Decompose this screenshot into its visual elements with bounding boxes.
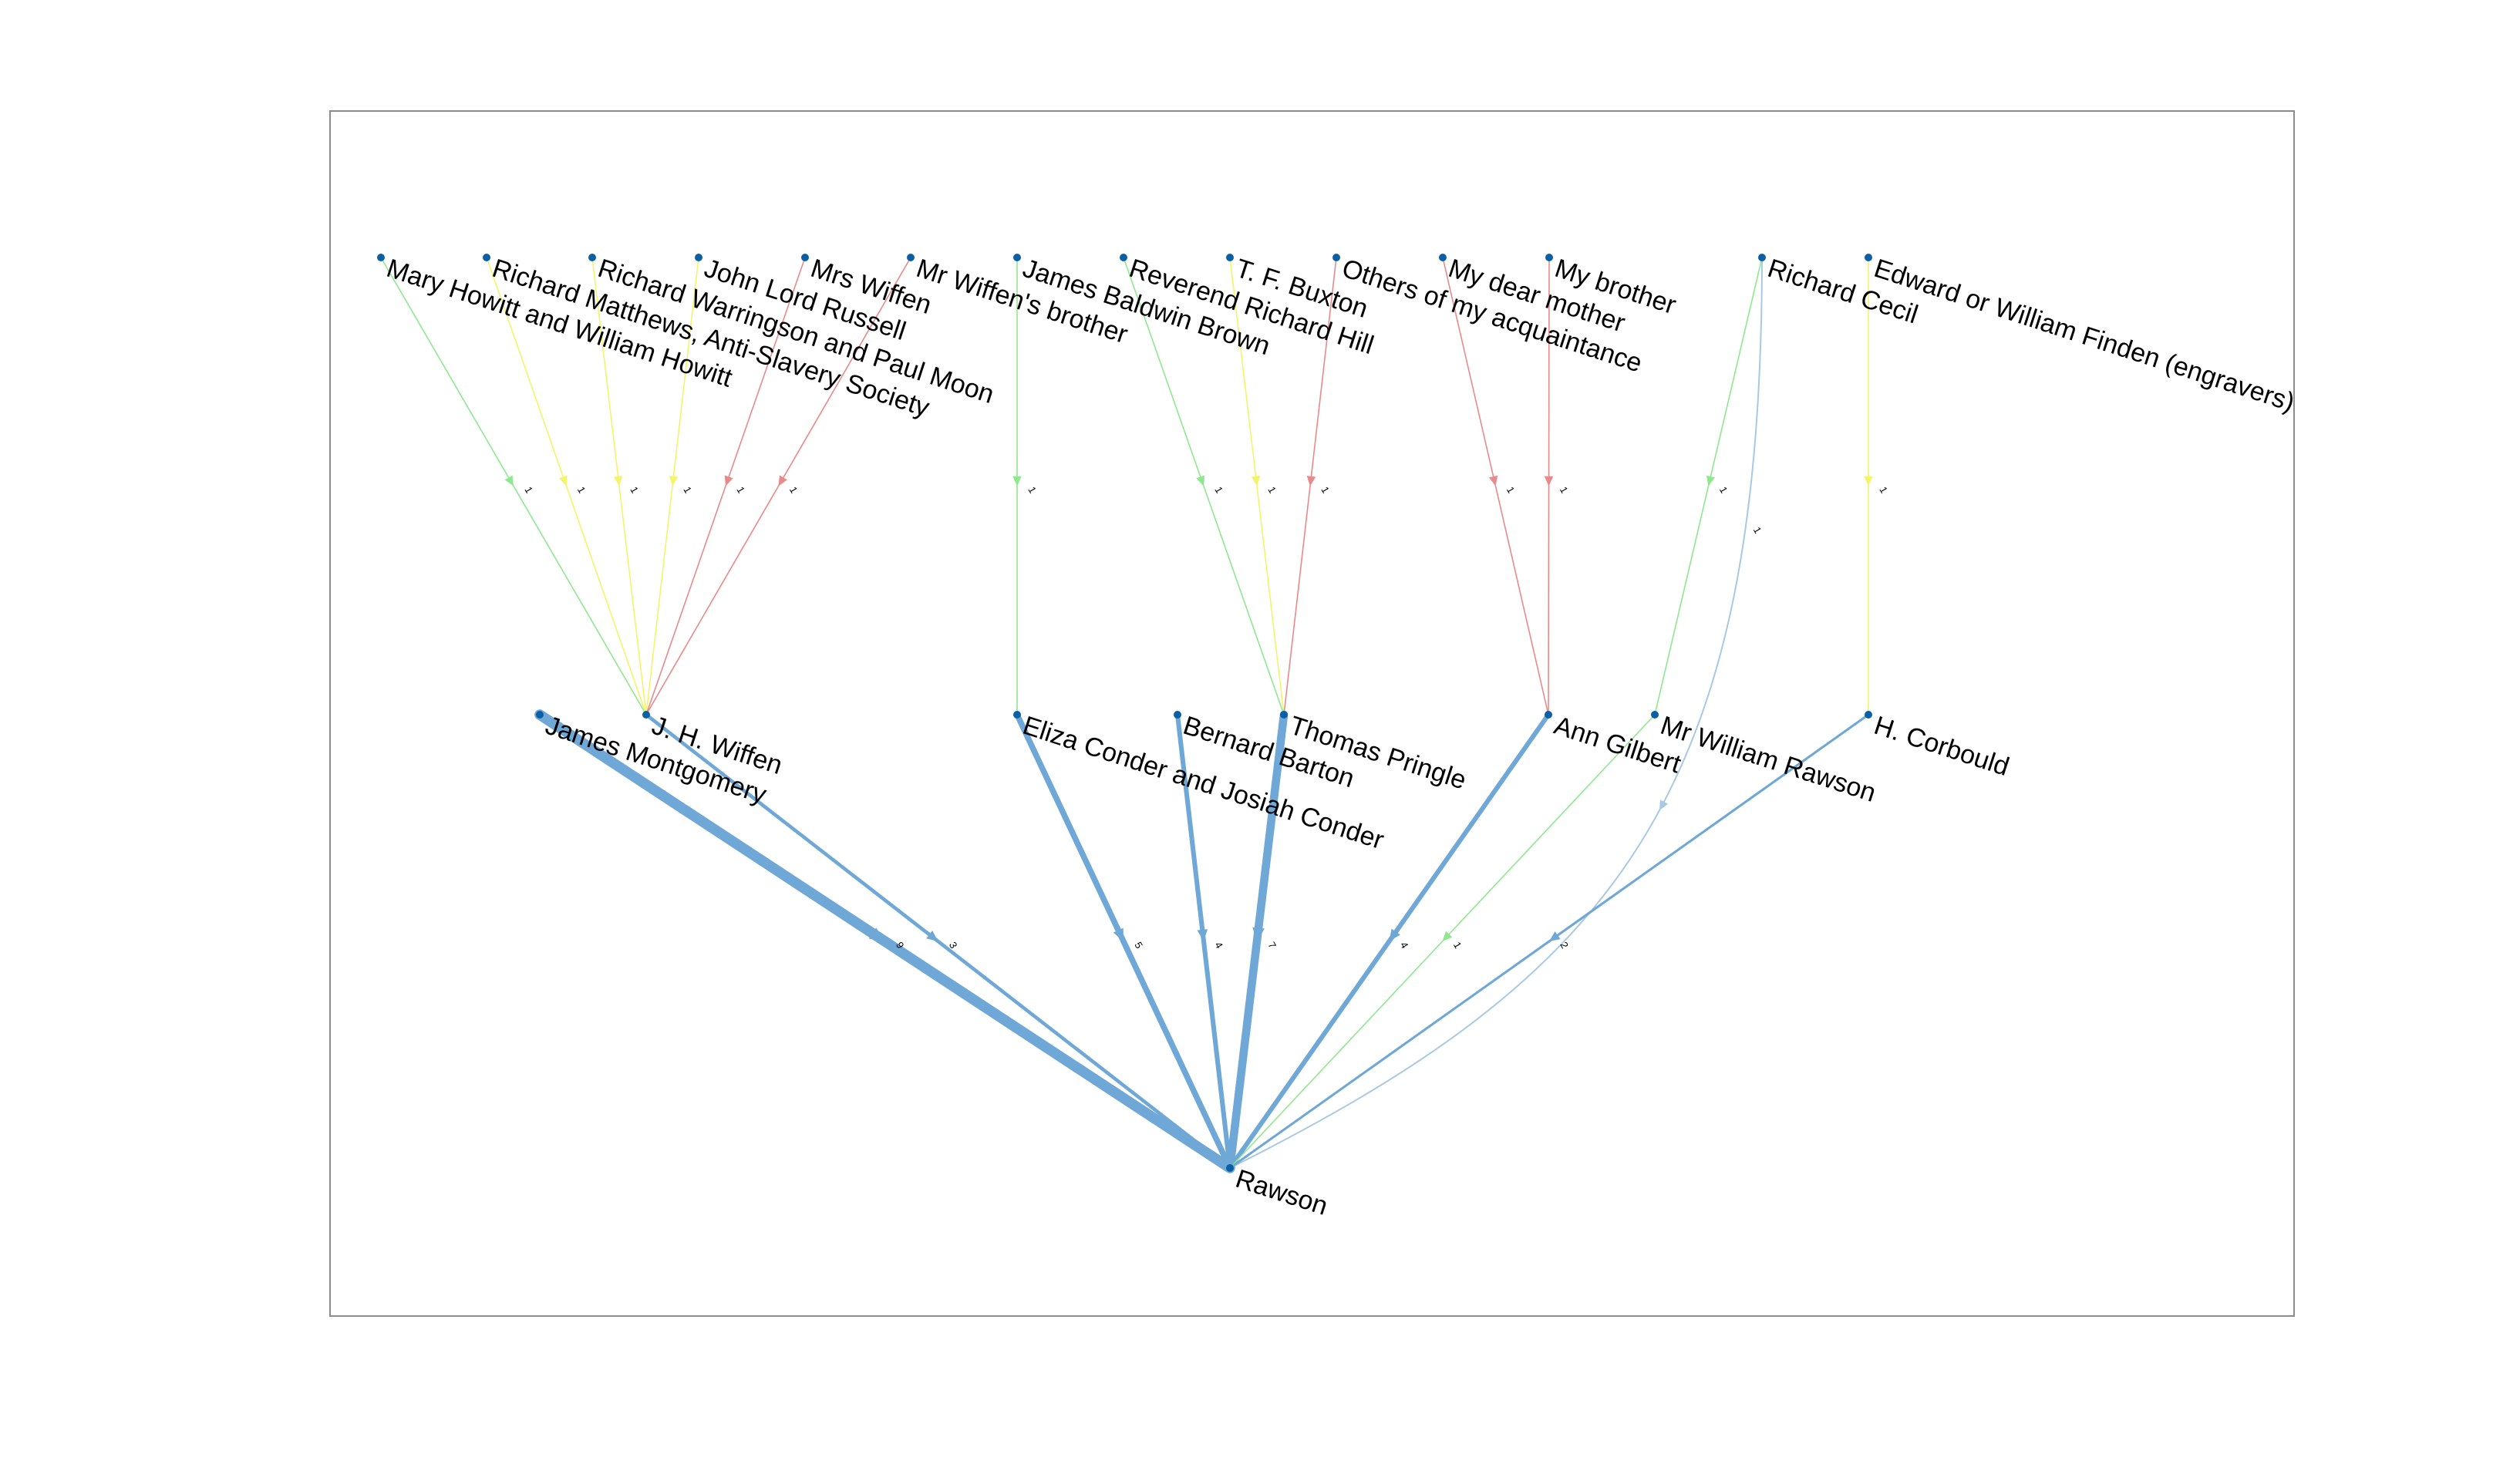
edge-cecil-to-rawson: 1 [1229, 257, 1764, 1169]
edge-jbbrown-to-conder: 1 [1012, 257, 1039, 715]
plot-frame [329, 110, 2295, 1317]
edge-arrowhead [1549, 931, 1561, 941]
edge-arrowhead [558, 475, 568, 486]
node-marker [1013, 254, 1021, 261]
node-label: Rawson [1232, 1164, 1332, 1221]
edge-weight-label: 7 [1265, 940, 1279, 951]
node-label: Mr William Rawson [1657, 711, 1879, 808]
node-marker [1651, 711, 1659, 719]
edge-arrowhead [926, 931, 938, 941]
edge-weight-label: 4 [1212, 940, 1225, 951]
node-marker [1226, 1164, 1234, 1172]
node-marker [536, 711, 544, 719]
node-marker [1174, 711, 1181, 719]
node-marker [1545, 711, 1552, 719]
node-marker [642, 711, 650, 719]
edge-weight-label: 1 [1451, 940, 1464, 951]
edge-weight-label: 1 [1558, 485, 1571, 496]
edge-arrowhead [613, 476, 623, 486]
node-marker [1280, 711, 1288, 719]
edge-arrowhead [1544, 476, 1554, 486]
node-finden: Edward or William Finden (engravers) [1865, 254, 2298, 417]
node-marker [1545, 254, 1553, 261]
edge-weight-label: 1 [575, 485, 588, 496]
edge-arrowhead [1012, 476, 1022, 486]
node-marker [1120, 254, 1127, 261]
edge-weight-label: 1 [681, 485, 694, 496]
edge-arrowhead [1197, 929, 1208, 941]
edge-arrowhead [1389, 928, 1400, 941]
edge-weight-label: 1 [522, 485, 535, 496]
node-marker [1332, 254, 1340, 261]
edge-arrowhead [669, 476, 679, 486]
edge-arrowhead [868, 927, 885, 941]
node-rawson: Rawson [1226, 1164, 1331, 1221]
edge-weight-label: 1 [1751, 525, 1764, 536]
edge-cecil-to-wrawson: 1 [1654, 257, 1763, 715]
edge-weight-label: 1 [628, 485, 641, 496]
node-marker [1226, 254, 1234, 261]
edge-weight-label: 1 [1026, 485, 1039, 496]
edge-weight-label: 1 [1717, 485, 1730, 496]
edge-arrowhead [1706, 475, 1716, 486]
edge-arrowhead [778, 475, 787, 486]
node-marker [1013, 711, 1021, 719]
node-marker [483, 254, 490, 261]
edge-arrowhead [1113, 927, 1124, 941]
edge-arrowhead [1659, 799, 1669, 811]
edge-weight-label: 4 [1398, 940, 1411, 951]
node-marker [801, 254, 809, 261]
edge-weight-label: 1 [787, 485, 800, 496]
edge-arrowhead [1196, 475, 1205, 486]
edge-weight-label: 1 [1212, 485, 1225, 496]
node-wrawson: Mr William Rawson [1651, 711, 1879, 808]
node-label: H. Corbould [1871, 711, 2013, 782]
edge-weight-label: 3 [947, 940, 960, 951]
edge-weight-label: 1 [1319, 485, 1332, 496]
edge-line [1229, 257, 1763, 1169]
node-marker [588, 254, 596, 261]
edge-arrowhead [1306, 476, 1316, 486]
node-marker [1865, 254, 1872, 261]
node-marker [1439, 254, 1447, 261]
edge-arrowhead [1252, 927, 1265, 941]
node-marker [377, 254, 385, 261]
node-marker [695, 254, 702, 261]
edge-weight-label: 1 [1504, 485, 1518, 496]
edge-weight-label: 5 [1132, 940, 1145, 951]
edge-arrowhead [1864, 476, 1873, 486]
node-marker [907, 254, 915, 261]
node-marker [1758, 254, 1766, 261]
edge-arrowhead [1489, 475, 1498, 486]
node-label: Edward or William Finden (engravers) [1871, 254, 2298, 417]
edge-weight-label: 1 [1265, 485, 1279, 496]
node-corbould: H. Corbould [1865, 711, 2013, 782]
edge-arrowhead [1442, 931, 1453, 941]
edge-arrowhead [724, 475, 733, 486]
edge-weight-label: 2 [1558, 940, 1571, 951]
edge-arrowhead [504, 475, 514, 486]
node-marker [1865, 711, 1872, 719]
edge-finden-to-corbould: 1 [1864, 257, 1890, 715]
edge-weight-label: 1 [734, 485, 747, 496]
edge-arrowhead [1251, 476, 1261, 486]
edge-weight-label: 1 [1877, 485, 1890, 496]
